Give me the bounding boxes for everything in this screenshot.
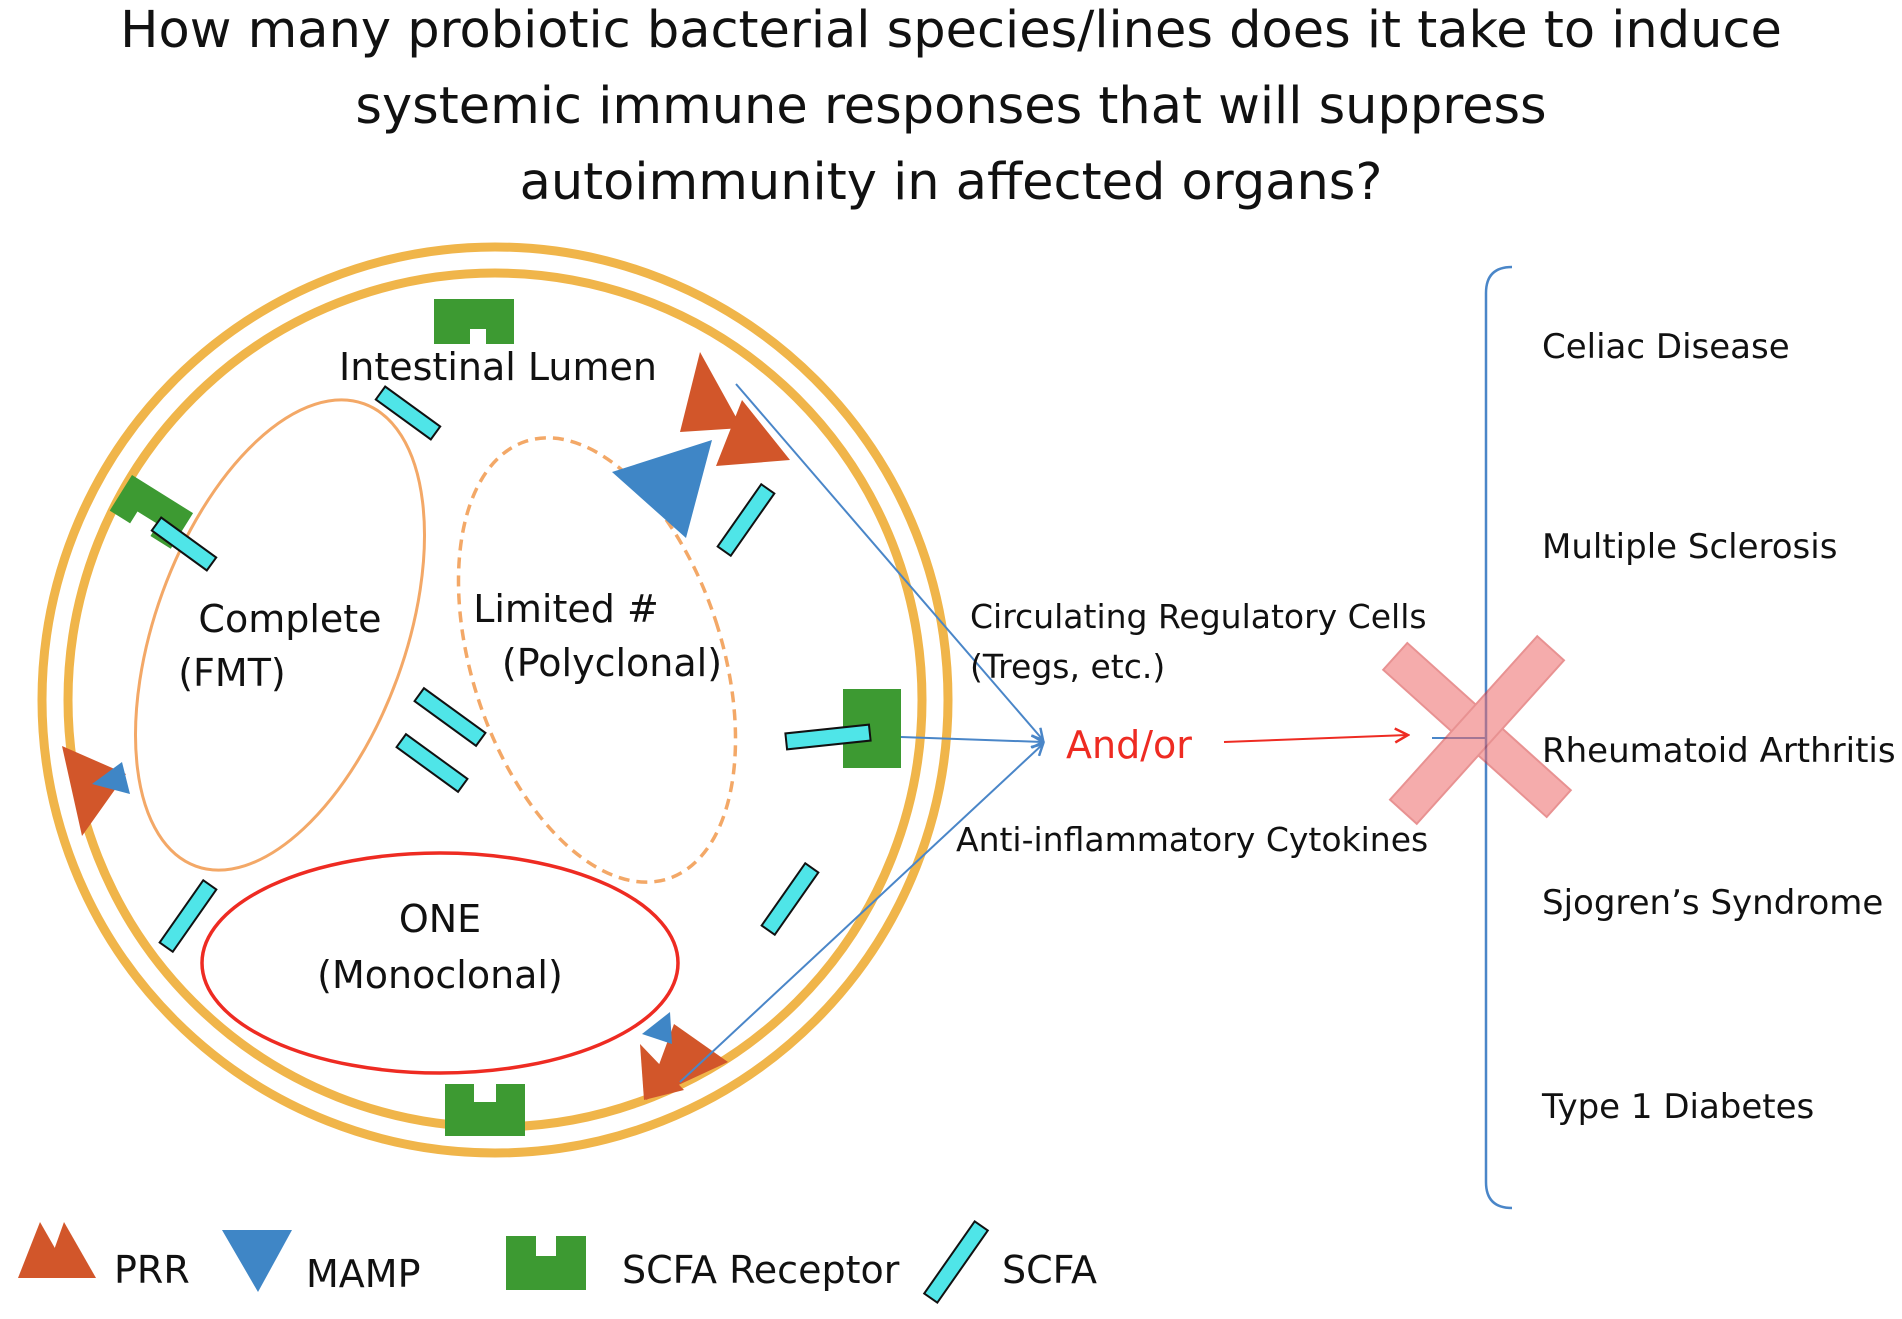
one-oval — [200, 851, 680, 1075]
title-line-3: autoimmunity in affected organs? — [519, 153, 1383, 212]
limited-label: Limited # — [473, 587, 659, 631]
andor-label: And/or — [1066, 723, 1192, 767]
arrow-lower-prr-to-andor — [679, 744, 1043, 1083]
title-line-1: How many probiotic bacterial species/lin… — [120, 1, 1782, 60]
legend-scfa-label: SCFA — [1002, 1248, 1097, 1292]
scfa-icon — [150, 516, 218, 572]
cytokines-label: Anti-inflammatory Cytokines — [956, 820, 1428, 859]
scfa-icon — [784, 723, 872, 751]
suppression-x-icon — [1381, 634, 1573, 826]
scfa-receptor-icon — [506, 1236, 586, 1290]
scfa-icon — [760, 861, 820, 937]
scfa-icon — [395, 732, 469, 794]
disease-celiac: Celiac Disease — [1542, 327, 1790, 367]
scfa-receptor-icon — [445, 1084, 525, 1136]
one-label: ONE — [399, 897, 481, 941]
disease-ms: Multiple Sclerosis — [1542, 527, 1837, 567]
scfa-icon — [158, 878, 218, 954]
complete-label: Complete — [198, 597, 381, 641]
mamp-icon — [642, 1012, 672, 1044]
monoclonal-label: (Monoclonal) — [317, 953, 563, 997]
disease-ra: Rheumatoid Arthritis — [1542, 731, 1896, 771]
complete-oval — [134, 398, 426, 872]
prr-icon — [18, 1222, 96, 1278]
arrow-andor-to-diseases — [1223, 735, 1408, 742]
mamp-icon — [92, 762, 130, 794]
legend-scfa-receptor-label: SCFA Receptor — [622, 1248, 900, 1292]
prr-icon — [640, 1024, 728, 1100]
title-line-2: systemic immune responses that will supp… — [355, 77, 1547, 136]
scfa-icon — [374, 385, 442, 441]
scfa-icon — [413, 686, 487, 748]
prr-icon — [62, 746, 126, 836]
polyclonal-label: (Polyclonal) — [502, 641, 722, 685]
prr-icon — [680, 352, 790, 466]
mamp-icon — [222, 1230, 292, 1292]
arrow-receptor-to-andor — [900, 737, 1043, 742]
fmt-label: (FMT) — [178, 651, 286, 695]
legend-mamp-label: MAMP — [306, 1252, 420, 1296]
intestinal-lumen-label: Intestinal Lumen — [339, 345, 657, 389]
scfa-receptor-icon — [434, 299, 514, 344]
lumen-outer-ring — [37, 242, 953, 1158]
mamp-icon — [612, 440, 712, 538]
arrow-prr-to-andor — [735, 383, 1043, 740]
tregs-label: (Tregs, etc.) — [970, 647, 1165, 686]
legend: PRR MAMP SCFA Receptor SCFA — [18, 1219, 1097, 1305]
legend-prr-label: PRR — [114, 1248, 190, 1292]
scfa-icon — [922, 1219, 990, 1305]
lumen-inner-ring — [63, 268, 927, 1132]
disease-sjogren: Sjogren’s Syndrome — [1542, 883, 1883, 923]
disease-t1d: Type 1 Diabetes — [1541, 1087, 1814, 1127]
limited-oval — [456, 436, 738, 884]
scfa-icon — [716, 482, 776, 558]
circulating-cells-label: Circulating Regulatory Cells — [970, 597, 1427, 636]
